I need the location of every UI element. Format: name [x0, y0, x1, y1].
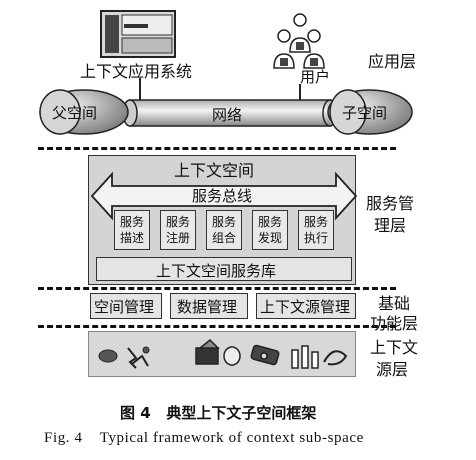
basic-layer-label-2: 功能层	[370, 314, 419, 333]
service-register-box: 服务注册	[160, 210, 196, 250]
caption-chinese: 图 4 典型上下文子空间框架	[120, 404, 317, 422]
source-management-box	[256, 293, 356, 319]
service-bus-label: 服务总线	[192, 187, 253, 205]
network-label: 网络	[212, 106, 243, 124]
service-library-bar	[96, 257, 352, 281]
space-management-box	[90, 293, 162, 319]
users-icon	[270, 12, 330, 70]
service-mgmt-layer-label-1: 服务管	[366, 194, 415, 213]
context-source-layer-label-1: 上下文	[370, 338, 419, 357]
context-source-layer-label-2: 源层	[376, 360, 409, 379]
network-diagram	[39, 89, 413, 135]
user-label: 用户	[300, 68, 331, 86]
app-system-label: 上下文应用系统	[80, 62, 193, 81]
application-layer-label: 应用层	[368, 52, 417, 71]
parent-space-label: 父空间	[52, 104, 98, 122]
connector-lines	[139, 78, 301, 100]
service-library-label: 上下文空间服务库	[156, 262, 277, 280]
computer-icon	[100, 10, 176, 60]
context-space-title: 上下文空间	[174, 161, 255, 180]
data-management-label: 数据管理	[177, 298, 238, 316]
context-source-devices-icons	[98, 338, 348, 369]
space-management-label: 空间管理	[94, 298, 155, 316]
basic-layer-label-1: 基础	[378, 294, 411, 313]
layer-divider-2	[38, 287, 396, 290]
service-execute-box: 服务执行	[298, 210, 334, 250]
data-management-box	[170, 293, 248, 319]
service-bus-arrow	[90, 171, 358, 221]
service-compose-box: 服务组合	[206, 210, 242, 250]
layer-divider-3	[38, 325, 396, 328]
caption-english: Fig. 4 Typical framework of context sub-…	[44, 430, 364, 446]
service-describe-box: 服务描述	[114, 210, 150, 250]
layer-divider-1	[38, 147, 396, 150]
child-space-label: 子空间	[342, 104, 388, 122]
service-mgmt-layer-label-2: 理层	[374, 216, 407, 235]
service-discover-box: 服务发现	[252, 210, 288, 250]
source-management-label: 上下文源管理	[260, 298, 351, 316]
